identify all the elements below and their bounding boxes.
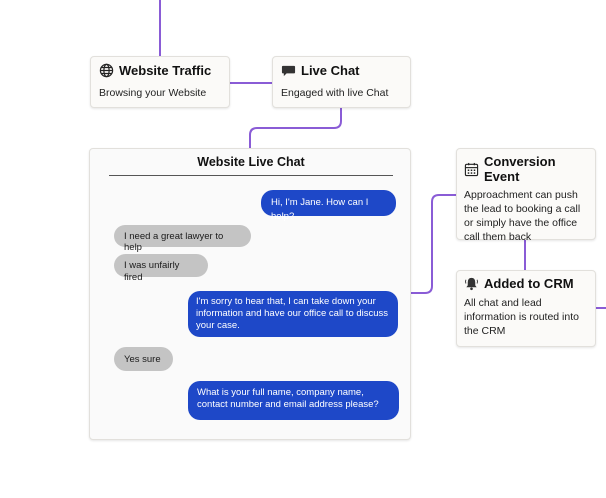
connector-livechat-to-chat [249,107,342,149]
chat-title-divider [109,175,393,176]
calendar-icon [464,162,479,177]
node-website-traffic-title: Website Traffic [99,63,221,78]
node-website-traffic-label: Website Traffic [119,63,212,78]
chat-window-title: Website Live Chat [197,155,305,169]
chat-message-agent: I'm sorry to hear that, I can take down … [188,291,398,337]
node-live-chat-title: Live Chat [281,63,402,78]
node-website-traffic-description: Browsing your Website [99,87,207,99]
globe-icon [99,63,114,78]
connector-chat-to-conversion [410,194,457,294]
chat-message-agent: What is your full name, company name, co… [188,381,399,420]
node-website-traffic[interactable]: Website Traffic Browsing your Website [90,56,230,108]
chat-message-visitor: Yes sure [114,347,173,371]
chat-bubble-icon [281,63,296,78]
node-live-chat-label: Live Chat [301,63,360,78]
node-added-to-crm[interactable]: Added to CRM All chat and lead informati… [456,270,596,347]
node-added-to-crm-title: Added to CRM [464,276,588,291]
chat-message-agent: Hi, I'm Jane. How can I help? [261,190,396,222]
bell-icon [464,276,479,291]
node-conversion-event-description: Approachment can push the lead to bookin… [464,189,581,243]
chat-message-visitor: I was unfairly fired [114,254,208,283]
node-live-chat[interactable]: Live Chat Engaged with live Chat [272,56,411,108]
chat-window: Website Live Chat Hi, I'm Jane. How can … [89,148,411,440]
node-added-to-crm-label: Added to CRM [484,276,574,291]
chat-message-visitor: I need a great lawyer to help [114,225,251,253]
node-conversion-event-label: Conversion Event [484,154,556,184]
node-added-to-crm-description: All chat and lead information is routed … [464,297,579,337]
node-live-chat-description: Engaged with live Chat [281,87,389,99]
node-conversion-event-title: Conversion Event [464,154,588,184]
node-conversion-event[interactable]: Conversion Event Approachment can push t… [456,148,596,243]
